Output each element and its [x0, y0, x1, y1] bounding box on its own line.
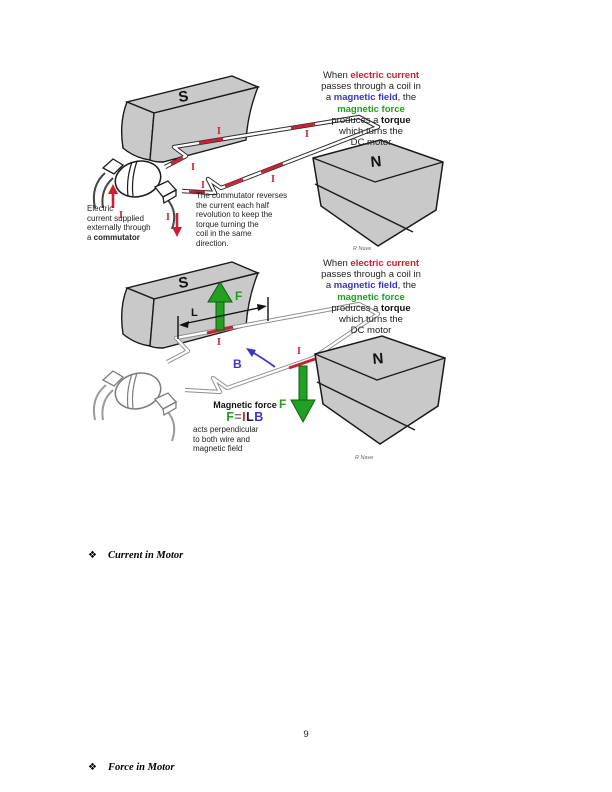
caption-electric-current: electric current [350, 70, 420, 81]
supply-note-line: externally through [87, 223, 151, 233]
credit-label: R Nave [355, 455, 373, 461]
caption-text: passes through a coil in [321, 269, 421, 281]
formula-F: F [226, 410, 235, 424]
current-label: I [191, 162, 195, 173]
force-note-line: acts perpendicular [193, 425, 259, 434]
caption-text: produces a [331, 302, 382, 314]
caption-text: , the [397, 92, 417, 104]
south-magnet: S [120, 75, 261, 163]
caption-text: produces a [331, 114, 382, 126]
caption-magnetic-field: magnetic field [333, 280, 398, 292]
figure2-caption: When electric current passes through a c… [292, 258, 450, 336]
commutator-note-line: torque turning the [196, 219, 259, 229]
caption-torque: torque [381, 114, 411, 126]
heading-label: Force in Motor [107, 762, 175, 773]
caption-electric-current: electric current [350, 258, 420, 269]
dc-motor-force-diagram: S I F [92, 261, 446, 461]
caption-text: passes through a coil in [321, 81, 421, 93]
current-segment [288, 357, 316, 370]
force-formula: F=ILB [193, 410, 297, 424]
commutator [92, 158, 178, 230]
force-note-desc: acts perpendicular to both wire and magn… [193, 425, 297, 454]
supply-note-line: Electric [87, 204, 114, 213]
diamond-bullet-icon: ❖ [88, 762, 97, 773]
formula-L: L [246, 410, 255, 424]
commutator-note-line: direction. [196, 238, 229, 248]
caption-text: which turns the [339, 314, 403, 326]
formula-B: B [254, 410, 264, 424]
caption-text: a [325, 280, 334, 292]
caption-text: a [325, 92, 334, 104]
force-note-title: Magnetic force [213, 400, 277, 410]
south-pole-label: S [177, 88, 189, 106]
current-label: I [297, 346, 301, 357]
length-dimension [177, 297, 269, 339]
force-label: F [235, 289, 242, 303]
magnetic-force-note: Magnetic force F=ILB acts perpendicular … [193, 400, 297, 454]
current-label: I [305, 129, 309, 140]
caption-text: DC motor [350, 325, 392, 337]
coil-loop [163, 114, 381, 196]
credit-label: R Nave [353, 246, 371, 252]
north-pole-label: N [370, 153, 382, 171]
field-label: B [233, 357, 242, 371]
commutator-note-line: revolution to keep the [196, 210, 273, 220]
formula-I: I [242, 410, 247, 424]
commutator-note-line: coil in the same [196, 229, 252, 239]
current-label: I [271, 174, 275, 185]
commutator-word: commutator [93, 232, 140, 242]
north-magnet: N [314, 335, 446, 445]
force-down-arrow [290, 365, 316, 424]
caption-text: When [322, 258, 351, 269]
formula-equals: = [234, 410, 243, 424]
caption-torque: torque [381, 302, 411, 314]
current-segments [170, 122, 316, 194]
caption-text: , the [397, 280, 417, 292]
north-pole-label: N [372, 350, 384, 368]
commutator-note: The commutator reverses the current each… [196, 191, 318, 249]
current-label: I [217, 337, 221, 348]
figure1-caption: When electric current passes through a c… [292, 70, 450, 148]
supply-note: Electric current supplied externally thr… [87, 204, 179, 242]
current-label: I [217, 126, 221, 137]
caption-magnetic-force: magnetic force [337, 103, 405, 115]
diamond-bullet-icon: ❖ [88, 550, 97, 561]
current-label: I [201, 180, 205, 191]
caption-text: When [322, 70, 351, 81]
force-label: F [279, 397, 286, 411]
heading-label: Current in Motor [107, 550, 184, 561]
caption-text: DC motor [350, 137, 392, 149]
current-up-arrow [108, 184, 118, 208]
commutator-note-line: the current each half [196, 200, 269, 210]
force-note-line: to both wire and [193, 434, 250, 444]
caption-magnetic-field: magnetic field [333, 92, 398, 104]
supply-note-line: a [87, 232, 94, 242]
heading-current-in-motor: ❖ Current in Motor [88, 550, 183, 561]
length-label: L [191, 307, 198, 319]
commutator [92, 370, 178, 442]
field-arrow [246, 348, 276, 368]
south-pole-label: S [177, 274, 189, 292]
dc-motor-current-diagram: S I I I I I [92, 75, 444, 252]
current-label: I [119, 210, 123, 221]
supply-note-line: current supplied [87, 213, 144, 223]
coil-loop [166, 301, 381, 395]
caption-magnetic-force: magnetic force [337, 291, 405, 303]
commutator-note-line: The commutator reverses [196, 191, 288, 200]
caption-text: which turns the [339, 126, 403, 138]
page-number: 9 [303, 729, 309, 740]
north-magnet: N [312, 139, 444, 247]
current-label: I [166, 212, 170, 223]
heading-force-in-motor: ❖ Force in Motor [88, 762, 174, 773]
force-note-line: magnetic field [193, 444, 243, 454]
current-down-arrow [172, 213, 182, 237]
